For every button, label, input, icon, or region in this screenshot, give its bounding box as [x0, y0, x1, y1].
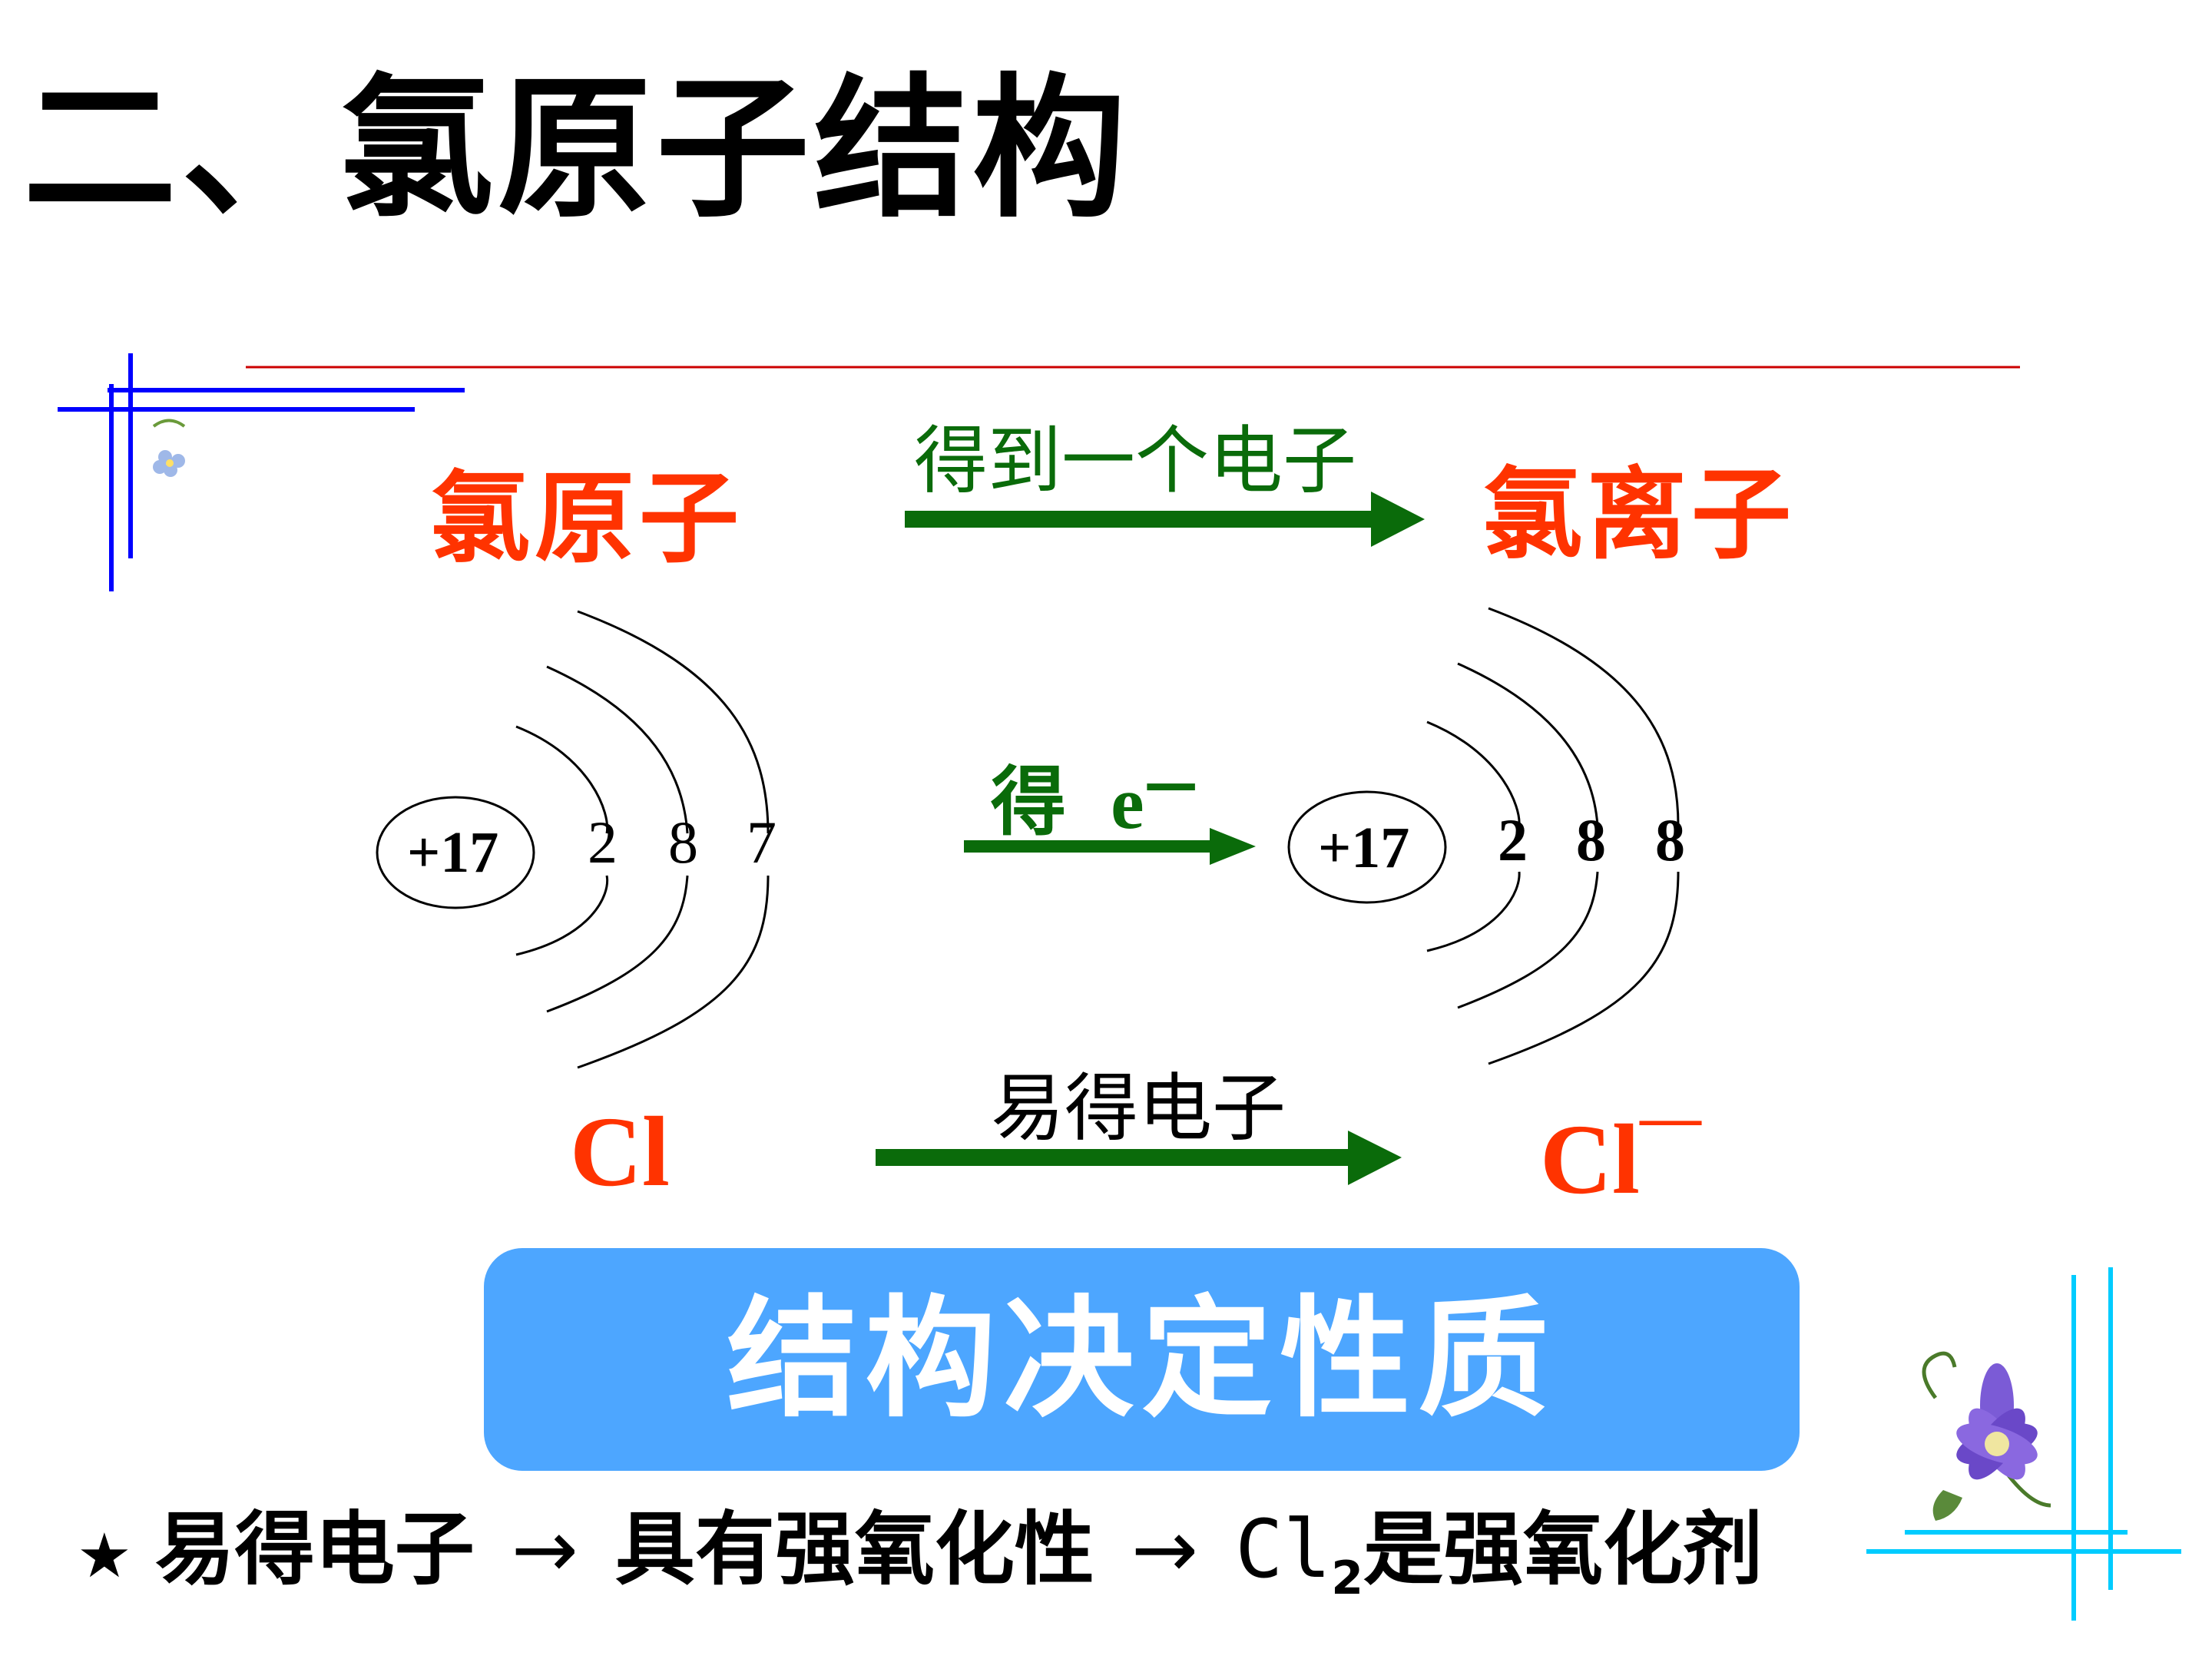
ion-charge: — — [1640, 1084, 1701, 1151]
electron-symbol: e — [1111, 761, 1144, 845]
atom-shell-3-count: 7 — [747, 809, 777, 876]
atom-shell-2-count: 8 — [668, 809, 698, 876]
ion-shell-1-count: 2 — [1498, 806, 1528, 873]
summary-part-2: 具有强氧化性 — [614, 1502, 1094, 1596]
atom-shell-3 — [577, 610, 770, 1069]
top-arrow — [905, 492, 1425, 547]
middle-arrow — [964, 828, 1256, 865]
bottom-arrow-label: 易得电子 — [991, 1065, 1286, 1151]
purple-flower-icon — [1922, 1351, 2051, 1521]
ion-shell-2-count: 8 — [1576, 806, 1606, 873]
arrow-icon-2: → — [1131, 1502, 1199, 1596]
page-title: 二、氯原子结构 — [23, 60, 1131, 239]
atom-shell-1-count: 2 — [588, 809, 618, 876]
middle-arrow-label: 得 e— — [991, 757, 1198, 841]
atom-nucleus-charge: +17 — [407, 820, 499, 885]
ion-symbol-text: Cl — [1540, 1104, 1640, 1215]
bottom-right-frame-decoration — [1866, 1267, 2181, 1621]
ion-nucleus-charge: +17 — [1318, 816, 1410, 880]
small-flower-icon — [152, 419, 186, 477]
arrow-icon-1: → — [511, 1502, 578, 1596]
atom-shell-1 — [515, 725, 609, 956]
bottom-arrow — [876, 1131, 1402, 1185]
formula-cl: Cl — [1235, 1502, 1332, 1596]
electron-charge: — — [1144, 752, 1198, 815]
atom-shells — [515, 610, 770, 1069]
atom-shell-2 — [546, 665, 689, 1013]
ion-symbol: Cl— — [1540, 1087, 1701, 1210]
atom-nucleus-circle — [376, 796, 535, 909]
ion-shell-3-count: 8 — [1655, 806, 1685, 873]
top-arrow-label: 得到一个电子 — [914, 418, 1356, 504]
ion-shell-1 — [1426, 720, 1521, 952]
formula-subscript: 2 — [1331, 1551, 1364, 1605]
top-left-frame-decoration — [58, 353, 465, 591]
conclusion-text: 结构决定性质 — [727, 1283, 1557, 1435]
summary-part-1: 易得电子 — [154, 1502, 475, 1596]
middle-arrow-label-char: 得 — [991, 758, 1067, 846]
ion-shells — [1426, 607, 1680, 1065]
summary-part-3: 是强氧化剂 — [1363, 1502, 1763, 1596]
atom-symbol: Cl — [570, 1097, 670, 1207]
ion-nucleus-circle — [1287, 790, 1447, 904]
bottom-summary-line: ★易得电子→具有强氧化性→Cl2是强氧化剂 — [77, 1509, 1763, 1601]
star-icon: ★ — [77, 1520, 132, 1591]
ion-shell-3 — [1488, 607, 1680, 1065]
conclusion-box: 结构决定性质 — [484, 1248, 1800, 1471]
ion-shell-2 — [1457, 662, 1599, 1009]
atom-heading: 氯原子 — [430, 460, 744, 577]
ion-heading: 氯离子 — [1482, 456, 1796, 573]
